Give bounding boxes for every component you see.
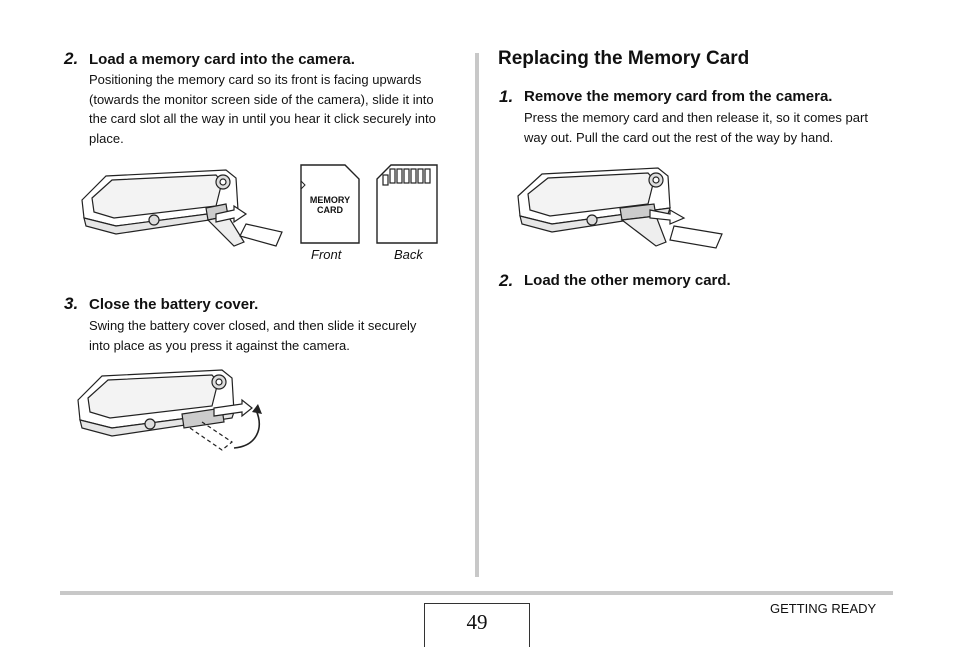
camera-insert-card-illustration [81, 169, 283, 247]
step-2-title: Load a memory card into the camera. [89, 51, 355, 68]
step-3-line-1: Swing the battery cover closed, and then… [89, 318, 417, 333]
step-2-line-2: (towards the monitor screen side of the … [89, 91, 434, 107]
step-2-number: 2. [64, 49, 79, 68]
replace-step-2-title: Load the other memory card. [524, 272, 731, 289]
running-footer: GETTING READY [770, 601, 877, 616]
page-number: 49 [424, 603, 530, 647]
memory-card-front-shape [300, 164, 360, 244]
step-3-number: 3. [64, 294, 79, 313]
caption-back: Back [394, 247, 423, 262]
step-2-line-3: the card slot all the way in until you h… [89, 111, 436, 127]
memory-card-back [376, 164, 438, 244]
memory-card-label-line-1: MEMORY [309, 195, 351, 205]
column-divider [475, 53, 479, 577]
step-2-body: Positioning the memory card so its front… [89, 70, 469, 149]
step-3-line-2: into place as you press it against the c… [89, 337, 350, 353]
camera-close-cover-illustration [77, 369, 262, 451]
memory-card-label-line-2: CARD [317, 205, 343, 215]
replace-step-2-number: 2. [499, 271, 514, 290]
step-3-body: Swing the battery cover closed, and then… [89, 316, 469, 355]
step-2-line-4: place. [89, 131, 124, 147]
replace-step-1-line-1: Press the memory card and then release i… [524, 110, 868, 125]
replace-step-1-line-2: way out. Pull the card out the rest of t… [524, 129, 834, 145]
camera-remove-card-illustration [517, 167, 723, 249]
step-3-title: Close the battery cover. [89, 296, 259, 313]
memory-card-front: MEMORY CARD [299, 163, 361, 245]
replace-step-1-number: 1. [499, 87, 514, 106]
footer-rule [60, 591, 893, 595]
memory-card-label: MEMORY CARD [299, 195, 361, 215]
section-heading: Replacing the Memory Card [498, 48, 750, 69]
replace-step-1-body: Press the memory card and then release i… [524, 108, 924, 147]
step-2-line-1: Positioning the memory card so its front… [89, 72, 422, 87]
replace-step-1-title: Remove the memory card from the camera. [524, 88, 833, 105]
caption-front: Front [311, 247, 342, 262]
